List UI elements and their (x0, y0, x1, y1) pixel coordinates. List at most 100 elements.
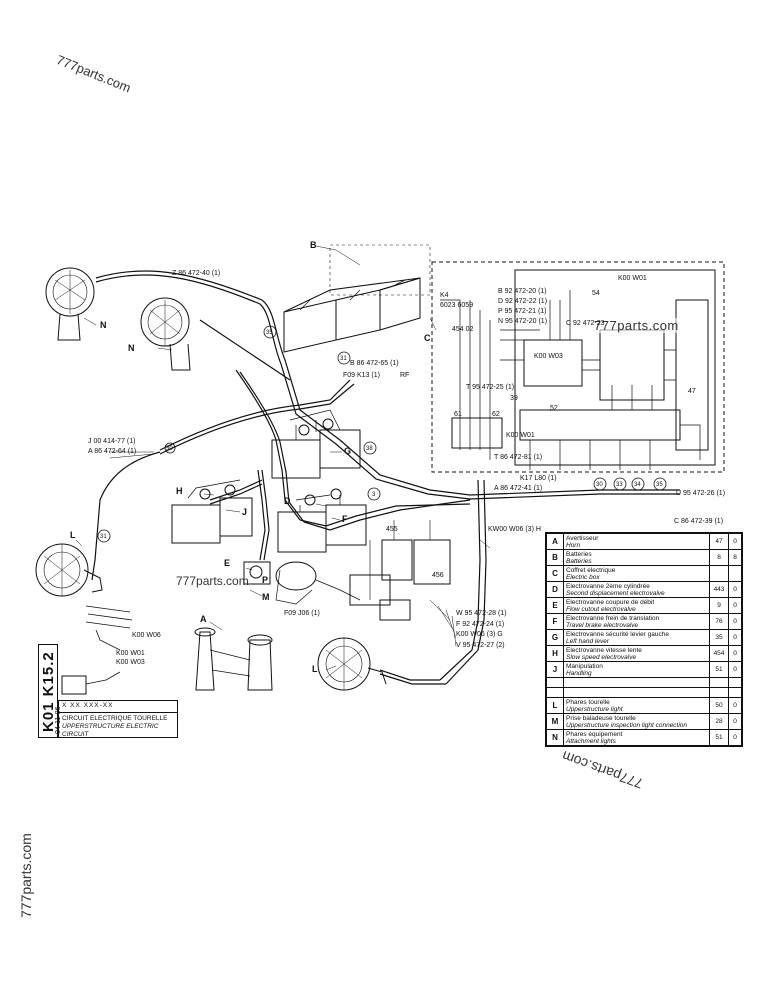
legend-desc-fr: Electrovanne frein de translation (566, 614, 660, 622)
part-number-label: K00 W01 (618, 275, 647, 282)
part-number-label: C 92 472-23 (566, 320, 605, 327)
legend-desc-en: Upperstructure inspection light connecti… (566, 721, 688, 729)
electric-box-c (431, 261, 725, 473)
lamp-n2 (140, 297, 191, 371)
part-number-label: K00 W03 (534, 353, 563, 360)
legend-desc-en: Upperstructure light (566, 705, 623, 713)
legend-desc-en: Left hand lever (566, 637, 610, 645)
legend-num: 443 (709, 581, 729, 598)
legend-desc-fr: Prise baladeuse tourelle (566, 714, 636, 722)
legend-letter: F (546, 613, 564, 630)
wire-number-circles (97, 325, 667, 543)
title-block: X XX XXX-XX Circuit electrique tourelle … (58, 700, 178, 738)
connector-m (275, 561, 361, 605)
part-number-label: J 00 414-77 (1) (88, 438, 136, 445)
legend-desc-fr: Coffret electrique (566, 566, 616, 574)
flow-cutout-valve-e (243, 561, 271, 585)
legend-letter: C (546, 565, 564, 582)
watermark: 777parts.com (18, 833, 34, 918)
valve-block-df (277, 488, 367, 553)
part-number-label: F09 K13 (1) (343, 372, 380, 379)
legend-blank-row (546, 677, 742, 688)
part-number-label: F 92 472-24 (1) (456, 621, 505, 628)
legend-desc-fr: Electrovanne vitesse lente (566, 646, 642, 654)
legend-num: 76 (709, 613, 729, 630)
legend-desc-fr: Electrovanne 2ème cylindrée (566, 582, 650, 590)
part-number-label: Z 86 472-40 (1) (172, 270, 221, 277)
legend-num (709, 565, 729, 582)
relay-k00w03 (523, 339, 583, 387)
terminal-number: 54 (592, 290, 600, 297)
part-number-label: K00 W06 (132, 632, 161, 639)
legend-letter: L (546, 697, 564, 714)
part-number-label: A 86 472-64 (1) (88, 448, 137, 455)
wire-number: 34 (634, 482, 641, 488)
legend-letter: B (546, 549, 564, 566)
legend-desc-fr: Phares équipement (566, 730, 623, 738)
callout-n: N (128, 343, 135, 353)
legend-desc-en: Electric box (566, 573, 600, 581)
batteries-b (283, 244, 431, 353)
part-number-label: B 92 472-20 (1) (498, 288, 547, 295)
wire-number: 30 (166, 446, 173, 452)
wire-number: 38 (366, 446, 373, 452)
terminal-strip-52 (519, 409, 681, 441)
terminal-number: 62 (492, 411, 500, 418)
part-number-label: D 92 472-22 (1) (498, 298, 548, 305)
part-number-label: B 86 472-65 (1) (350, 360, 399, 367)
legend-letter: N (546, 729, 564, 746)
watermark: 777parts.com (594, 318, 679, 333)
legend-num: 8 (709, 549, 729, 566)
part-number-label: K00 W01 (116, 650, 145, 657)
callout-l: L (312, 664, 318, 674)
legend-qty: 0 (728, 729, 742, 746)
main-harness (91, 270, 680, 685)
legend-desc-fr: Manipulation (566, 662, 603, 670)
legend-letter: A (546, 533, 564, 550)
part-number-label: RF (400, 372, 410, 379)
callout-f: F (342, 514, 348, 524)
legend-desc-en: Batteries (566, 557, 592, 565)
part-number-label: P 95 472-21 (1) (498, 308, 547, 315)
legend-qty: 0 (728, 629, 742, 646)
legend-desc-en: Handling (566, 669, 592, 677)
callout-g: G (344, 446, 352, 456)
terminal-number: 455 (386, 526, 398, 533)
legend-desc-fr: Phares tourelle (566, 698, 610, 706)
wire-number: 33 (616, 482, 623, 488)
part-number-label: V 95 472-27 (2) (456, 642, 505, 649)
part-number-label: T 86 472-81 (1) (494, 454, 543, 461)
callout-e: E (224, 558, 231, 568)
connector-cluster-bottom-left (61, 605, 133, 695)
part-number-label: W 95 472-28 (1) (456, 610, 507, 617)
legend-desc-en: Attachment lights (566, 737, 616, 745)
callout-b: B (310, 240, 317, 250)
legend-desc-en: Horn (566, 541, 581, 549)
part-number-label: K00 W03 (116, 659, 145, 666)
legend-letter: J (546, 661, 564, 678)
callout-d: D (284, 496, 291, 506)
fuse-block-61 (451, 417, 503, 449)
terminal-number: 454 02 (452, 326, 474, 333)
legend-num: 35 (709, 629, 729, 646)
legend-num: 50 (709, 697, 729, 714)
legend-qty: 0 (728, 533, 742, 550)
lamp-l1 (35, 543, 103, 597)
relay-group-lower (349, 520, 451, 621)
legend-desc-fr: Avertisseur (566, 534, 599, 542)
